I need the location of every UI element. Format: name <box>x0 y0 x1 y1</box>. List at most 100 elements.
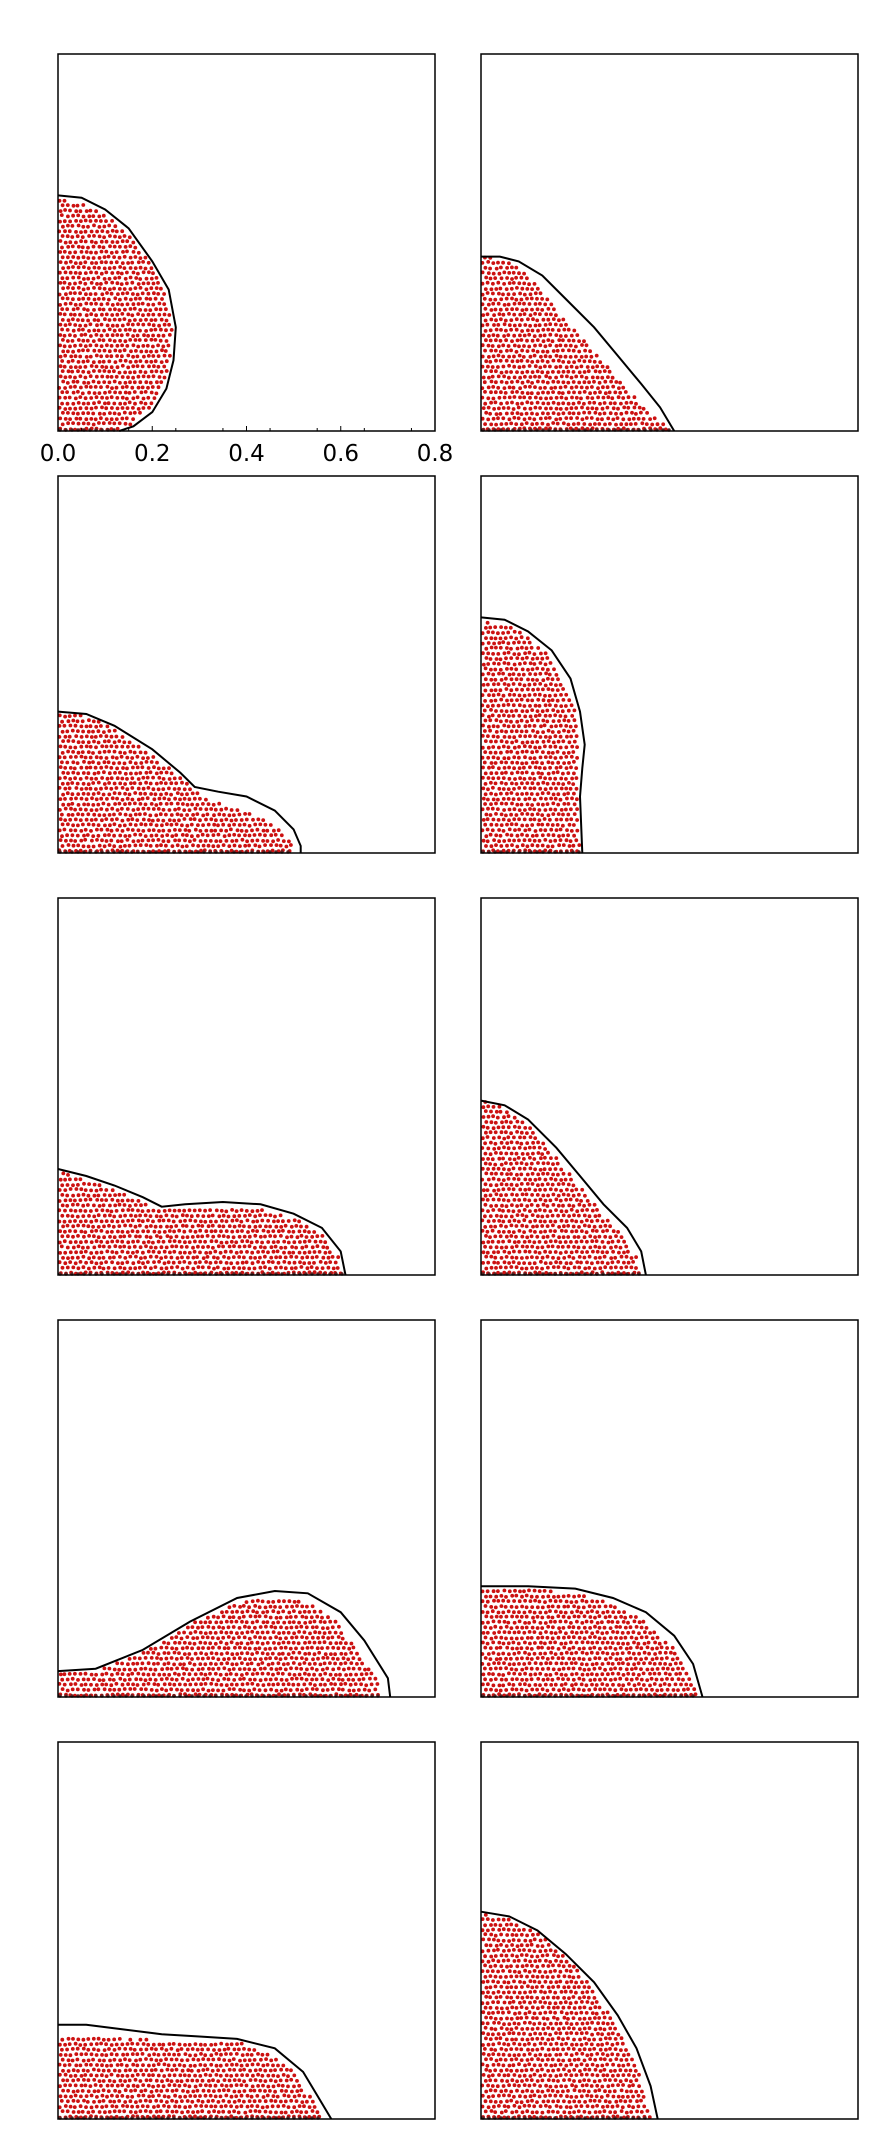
particle <box>136 1218 141 1223</box>
particle <box>577 370 582 375</box>
particle <box>123 296 128 301</box>
particle <box>253 1233 258 1238</box>
particle <box>299 1667 304 1671</box>
particle <box>81 369 86 374</box>
particle <box>517 1261 521 1266</box>
particle <box>493 1162 498 1167</box>
particle <box>486 1104 491 1109</box>
particle <box>164 802 169 806</box>
particle <box>525 719 529 724</box>
particle <box>561 1171 566 1176</box>
particle <box>544 671 548 676</box>
particle <box>585 365 590 369</box>
particle <box>634 1255 638 1259</box>
particle <box>596 386 600 390</box>
particle <box>520 1120 525 1125</box>
particle <box>70 792 75 797</box>
particle <box>187 1261 192 1265</box>
particle <box>514 275 518 280</box>
particle <box>184 1245 189 1249</box>
particle <box>211 1667 216 1671</box>
particle <box>131 396 136 401</box>
particle <box>528 807 532 811</box>
particle <box>491 797 496 802</box>
particle <box>76 348 81 353</box>
particle <box>526 328 530 333</box>
particle <box>497 1135 502 1140</box>
particle <box>497 1197 501 1202</box>
particle <box>118 297 122 302</box>
particle <box>328 1260 333 1264</box>
particle <box>94 270 99 275</box>
particle <box>564 807 568 812</box>
particle <box>609 1265 613 1270</box>
particle <box>606 1240 611 1245</box>
particle <box>120 818 125 823</box>
particle <box>58 343 62 348</box>
particle <box>63 1250 68 1255</box>
particle <box>497 271 502 276</box>
x-tick-label: 0.8 <box>417 441 454 467</box>
particle <box>503 318 508 323</box>
particle <box>60 390 65 395</box>
particle <box>525 802 530 807</box>
particle <box>520 348 524 353</box>
particle <box>570 776 574 781</box>
particle <box>279 1245 283 1250</box>
particle <box>584 375 589 380</box>
particle <box>101 245 106 250</box>
particle <box>148 308 153 312</box>
particle <box>514 813 519 817</box>
particle <box>519 697 524 702</box>
particle <box>130 280 135 285</box>
particle <box>523 1126 528 1130</box>
particle <box>527 682 532 687</box>
particle <box>592 1224 597 1229</box>
particle <box>105 343 109 348</box>
particle <box>110 817 114 822</box>
particle <box>292 1260 297 1265</box>
particle <box>616 1270 621 1275</box>
particle <box>616 1260 621 1264</box>
particle <box>94 1261 99 1266</box>
particle <box>524 729 529 734</box>
particle <box>250 1250 255 1255</box>
particle <box>169 822 174 827</box>
particle <box>84 724 89 729</box>
particle <box>70 728 75 733</box>
particle <box>141 1250 145 1255</box>
particle <box>117 1202 122 1207</box>
particle <box>558 734 563 739</box>
particle <box>533 1177 538 1182</box>
particle <box>515 359 520 364</box>
particle <box>240 1239 245 1244</box>
particle <box>91 276 96 281</box>
particle <box>94 364 99 369</box>
particle <box>60 296 65 301</box>
particle <box>146 1681 151 1686</box>
particle <box>125 291 130 295</box>
particle <box>65 203 70 208</box>
particle <box>113 390 117 395</box>
particle <box>263 843 267 847</box>
particle <box>613 390 618 395</box>
particle <box>87 234 91 238</box>
particle <box>567 1214 571 1218</box>
particle <box>150 385 155 389</box>
particle <box>530 287 534 291</box>
particle <box>564 334 568 338</box>
particle <box>546 1182 550 1186</box>
particle <box>209 1229 214 1234</box>
particle <box>515 770 520 775</box>
particle <box>71 843 76 848</box>
particle <box>559 374 564 379</box>
particle <box>71 401 76 406</box>
particle <box>661 422 666 427</box>
particle <box>102 833 107 838</box>
particle <box>574 1187 579 1192</box>
panel-3 <box>57 475 436 854</box>
particle <box>229 1239 234 1244</box>
particle <box>125 396 129 401</box>
particle <box>80 235 85 240</box>
particle <box>118 401 123 406</box>
